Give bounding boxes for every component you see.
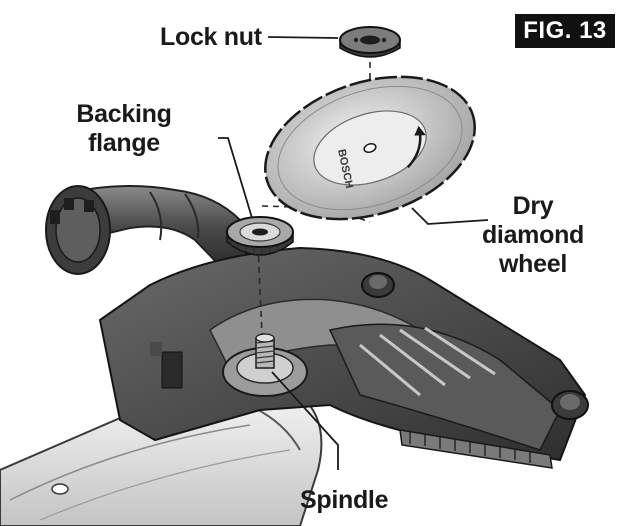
backing-flange-label: Backing flange: [44, 100, 204, 158]
lock-nut-label: Lock nut: [160, 23, 262, 51]
spindle-label: Spindle: [300, 486, 389, 514]
diamond-wheel-label-line3: wheel: [499, 250, 567, 278]
backing-flange-leader: [218, 137, 253, 219]
leader-lines: [218, 36, 489, 470]
wheel-guard: [98, 246, 589, 469]
dry-diamond-wheel: [264, 75, 476, 221]
diamond-wheel-label-line1: Dry: [512, 192, 554, 220]
spindle-leader: [271, 371, 339, 470]
lock-nut: [339, 26, 401, 58]
backing-flange-label-line1: Backing: [76, 100, 172, 128]
wheel-leader: [411, 207, 489, 225]
lock-nut-leader: [267, 36, 339, 39]
spindle: [222, 333, 308, 397]
dust-port-tube: [45, 185, 262, 275]
backing-flange-label-line2: flange: [88, 129, 160, 157]
diamond-wheel-label-line2: diamond: [481, 221, 585, 249]
figure-number-badge: FIG. 13: [515, 14, 615, 48]
diamond-wheel-label: Dry diamond wheel: [478, 192, 588, 279]
backing-flange: [226, 216, 294, 256]
